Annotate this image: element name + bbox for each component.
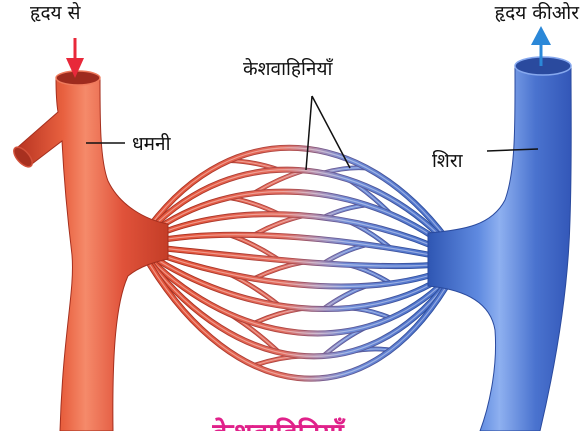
caption-container: केशवाहिनियाँ xyxy=(212,417,392,431)
capillary-leader-line-left xyxy=(306,96,312,170)
vein-tube xyxy=(428,66,571,431)
artery-tube xyxy=(18,78,168,431)
capillary-network xyxy=(150,148,446,379)
figure-caption: केशवाहिनियाँ xyxy=(212,417,392,431)
vein-top-opening xyxy=(515,57,571,75)
outflow-arrow-head xyxy=(531,26,551,45)
to-heart-label: हृदय कीओर xyxy=(495,2,579,24)
capillary-vessel xyxy=(150,235,446,258)
from-heart-label: हृदय से xyxy=(30,2,80,24)
capillaries-label: केशवाहिनियाँ xyxy=(243,58,332,80)
artery-label: धमनी xyxy=(132,133,171,155)
capillary-leader-line-right xyxy=(312,96,350,168)
artery-top-opening xyxy=(56,71,100,85)
vein-label: शिरा xyxy=(432,150,463,172)
